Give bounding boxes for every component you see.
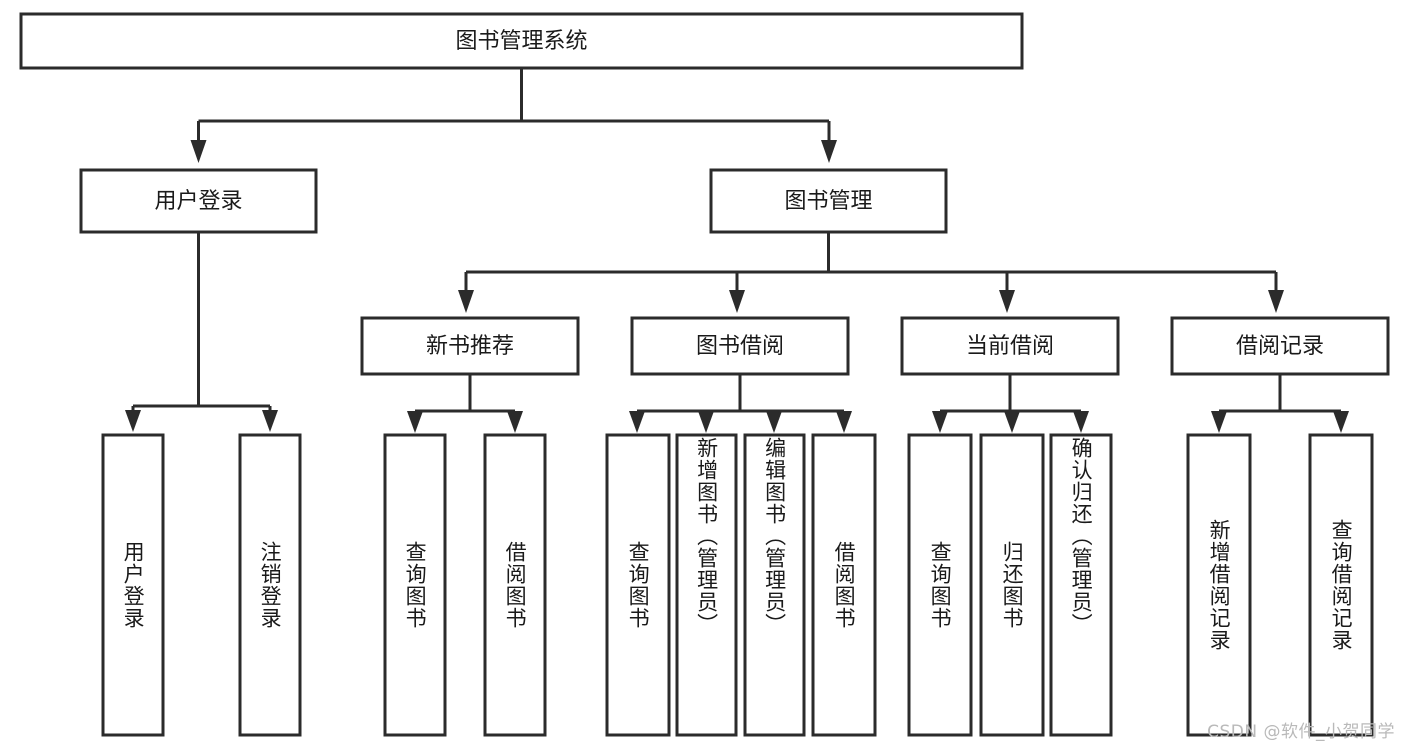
node-book-management-box xyxy=(709,168,948,234)
arrowhead-root-to-book xyxy=(821,140,837,163)
node-book-management[interactable]: 图书管理 xyxy=(709,168,948,234)
node-current-borrow[interactable]: 当前借阅 xyxy=(900,316,1120,376)
node-borrow-record[interactable]: 借阅记录 xyxy=(1170,316,1390,376)
node-user-login-label: 用户登录 xyxy=(154,189,242,214)
leaf-box-confirm-return-admin[interactable] xyxy=(1049,433,1113,737)
node-book-borrow-box xyxy=(630,316,850,376)
node-book-borrow-label: 图书借阅 xyxy=(696,334,784,359)
leaf-box-query-book-recommend[interactable] xyxy=(383,433,447,737)
node-new-book-recommend[interactable]: 新书推荐 xyxy=(360,316,580,376)
arrowhead-bookmgmt-c1 xyxy=(458,290,474,313)
leaf-box-borrow-book[interactable] xyxy=(811,433,877,737)
leaf-box-borrow-book-recommend[interactable] xyxy=(483,433,547,737)
leaf-box-query-book-current[interactable] xyxy=(907,433,973,737)
node-borrow-record-label: 借阅记录 xyxy=(1236,334,1324,359)
node-root-box xyxy=(19,12,1024,70)
node-borrow-record-box xyxy=(1170,316,1390,376)
arrowhead-userlogin-right xyxy=(262,410,278,432)
arrowhead-current-l2 xyxy=(1004,411,1020,433)
arrowhead-borrow-l3 xyxy=(766,411,782,433)
node-current-borrow-box xyxy=(900,316,1120,376)
leaf-box-query-borrow-record[interactable] xyxy=(1308,433,1374,737)
arrowhead-userlogin-left xyxy=(125,410,141,432)
leaf-box-return-book[interactable] xyxy=(979,433,1045,737)
arrowhead-record-l2 xyxy=(1333,411,1349,433)
node-book-borrow[interactable]: 图书借阅 xyxy=(630,316,850,376)
node-new-book-recommend-label: 新书推荐 xyxy=(426,334,514,359)
arrowhead-current-l1 xyxy=(932,411,948,433)
csdn-watermark: CSDN @软件_小贺同学 xyxy=(1207,722,1395,742)
node-book-management-label: 图书管理 xyxy=(784,189,872,214)
arrowhead-bookmgmt-c4 xyxy=(1268,290,1284,313)
leaf-box-edit-book-admin[interactable] xyxy=(743,433,806,737)
node-root[interactable]: 图书管理系统 xyxy=(19,12,1024,70)
arrowhead-record-l1 xyxy=(1211,411,1227,433)
leaf-box-query-book-borrow[interactable] xyxy=(605,433,671,737)
arrowhead-bookmgmt-c3 xyxy=(999,290,1015,313)
arrowhead-recommend-l2 xyxy=(507,411,523,433)
arrowhead-borrow-l4 xyxy=(836,411,852,433)
node-current-borrow-label: 当前借阅 xyxy=(966,334,1054,359)
arrowhead-borrow-l2 xyxy=(698,411,714,433)
node-root-label: 图书管理系统 xyxy=(455,29,587,54)
node-new-book-recommend-box xyxy=(360,316,580,376)
leaf-box-add-borrow-record[interactable] xyxy=(1186,433,1252,737)
leaf-box-user-login[interactable] xyxy=(101,433,165,737)
arrowhead-current-l3 xyxy=(1073,411,1089,433)
arrowhead-recommend-l1 xyxy=(407,411,423,433)
arrowhead-root-to-user xyxy=(190,140,207,163)
arrowhead-borrow-l1 xyxy=(629,411,645,433)
leaf-box-logout[interactable] xyxy=(238,433,302,737)
node-user-login[interactable]: 用户登录 xyxy=(79,168,318,234)
leaf-box-add-book-admin[interactable] xyxy=(675,433,738,737)
arrowhead-bookmgmt-c2 xyxy=(729,290,745,313)
